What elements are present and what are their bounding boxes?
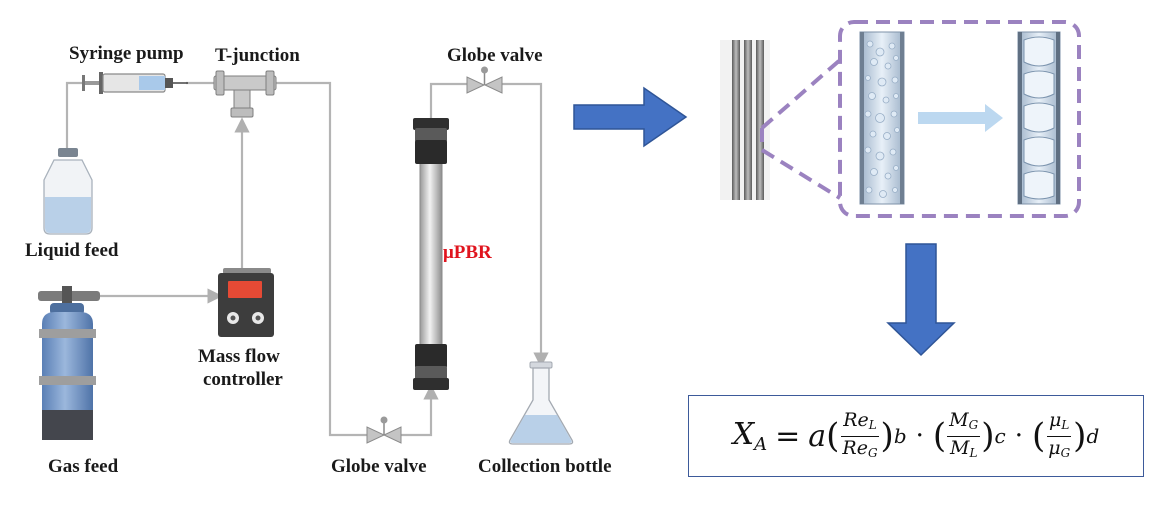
eq-exp-d: d <box>1086 424 1100 448</box>
channel-bundle-icon <box>720 40 770 200</box>
label-collection-bottle: Collection bottle <box>478 456 612 477</box>
label-t-junction: T-junction <box>215 45 300 66</box>
eq-frac-viscosity: μL μG <box>1047 408 1072 460</box>
t-junction-icon <box>213 70 277 118</box>
zoom-callout <box>760 20 1081 218</box>
globe-valve-bottom-icon <box>366 416 402 444</box>
label-gas-feed: Gas feed <box>48 456 119 477</box>
pipe-tjunction-to-valve <box>275 81 367 437</box>
syringe-pump-icon <box>82 72 188 94</box>
pipe-reactor-to-valve <box>429 82 467 118</box>
zoom-box <box>838 20 1081 218</box>
bubble-cluster <box>864 40 900 198</box>
eq-exp-c: c <box>994 424 1006 448</box>
label-mass-flow-line2: controller <box>203 369 283 390</box>
globe-valve-top-icon <box>466 66 503 94</box>
eq-coef: a <box>808 418 827 454</box>
reactor-tube-icon <box>413 118 449 390</box>
eq-frac-reynolds: ReL ReG <box>841 408 879 460</box>
label-reactor: μPBR <box>443 242 492 263</box>
label-globe-valve-top: Globe valve <box>447 45 543 66</box>
transition-arrow-icon <box>918 104 1003 132</box>
collection-bottle-icon <box>508 361 574 445</box>
correlation-equation-box: XA = a ( ReL ReG ) b · ( MG ML ) c · ( μ… <box>688 395 1144 477</box>
label-mass-flow-line1: Mass flow <box>198 346 280 367</box>
eq-close-1: ) <box>880 416 894 456</box>
eq-equals: = <box>775 418 801 454</box>
label-liquid-feed: Liquid feed <box>25 240 119 261</box>
piping <box>65 81 549 437</box>
eq-open-1: ( <box>826 416 840 456</box>
mass-flow-controller-icon <box>218 268 274 337</box>
gas-cylinder-icon <box>38 286 100 440</box>
channel-bubbly-flow-icon <box>859 31 905 205</box>
eq-close-3: ) <box>1073 416 1087 456</box>
label-globe-valve-bottom: Globe valve <box>331 456 427 477</box>
eq-exp-b: b <box>893 424 907 448</box>
label-syringe-pump: Syringe pump <box>69 43 184 64</box>
liquid-feed-bottle-icon <box>43 148 93 235</box>
zoom-line-top <box>760 58 842 130</box>
eq-frac-molar-mass: MG ML <box>947 408 981 460</box>
eq-dot-1: · <box>915 421 924 451</box>
arrow-right-icon <box>573 86 688 148</box>
eq-open-3: ( <box>1031 416 1046 456</box>
eq-lhs: XA <box>732 417 768 455</box>
pipe-valve-to-reactor <box>400 384 439 437</box>
correlation-equation: XA = a ( ReL ReG ) b · ( MG ML ) c · ( μ… <box>733 410 1100 463</box>
eq-open-2: ( <box>932 416 947 456</box>
pipe-liquid-to-syringe <box>65 81 82 150</box>
eq-close-2: ) <box>981 416 995 456</box>
eq-dot-2: · <box>1014 421 1023 451</box>
pipe-valve-to-bottle <box>502 82 549 368</box>
arrow-down-icon <box>886 243 956 357</box>
channel-slug-flow-icon <box>1017 31 1061 205</box>
zoom-line-bottom <box>760 128 842 200</box>
